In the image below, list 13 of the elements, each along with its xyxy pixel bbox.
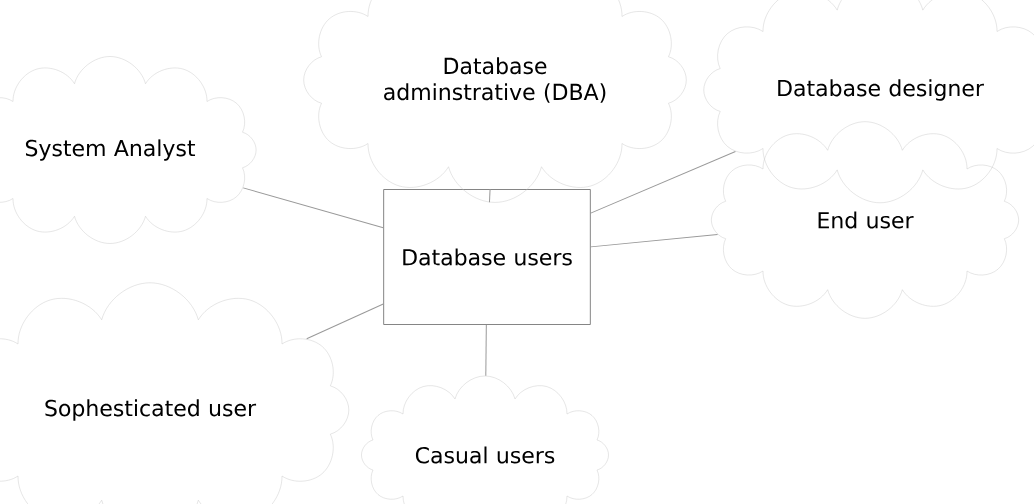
connector-line xyxy=(489,188,491,203)
cloud-bubble: System Analyst xyxy=(0,56,257,244)
cloud-bubble: Casual users xyxy=(361,375,609,504)
connector-line xyxy=(242,187,384,229)
cloud-bubble: End user xyxy=(711,121,1019,319)
cloud-bubble: Sophesticated user xyxy=(0,282,350,504)
connector-line xyxy=(590,151,736,214)
cloud-bubble: Database designer xyxy=(703,0,1034,203)
connector-line xyxy=(485,324,487,377)
user-box: Database users xyxy=(383,189,591,325)
connector-line xyxy=(306,303,384,340)
cloud-bubble: Database adminstrative (DBA) xyxy=(303,0,687,203)
connector-line xyxy=(590,233,719,248)
